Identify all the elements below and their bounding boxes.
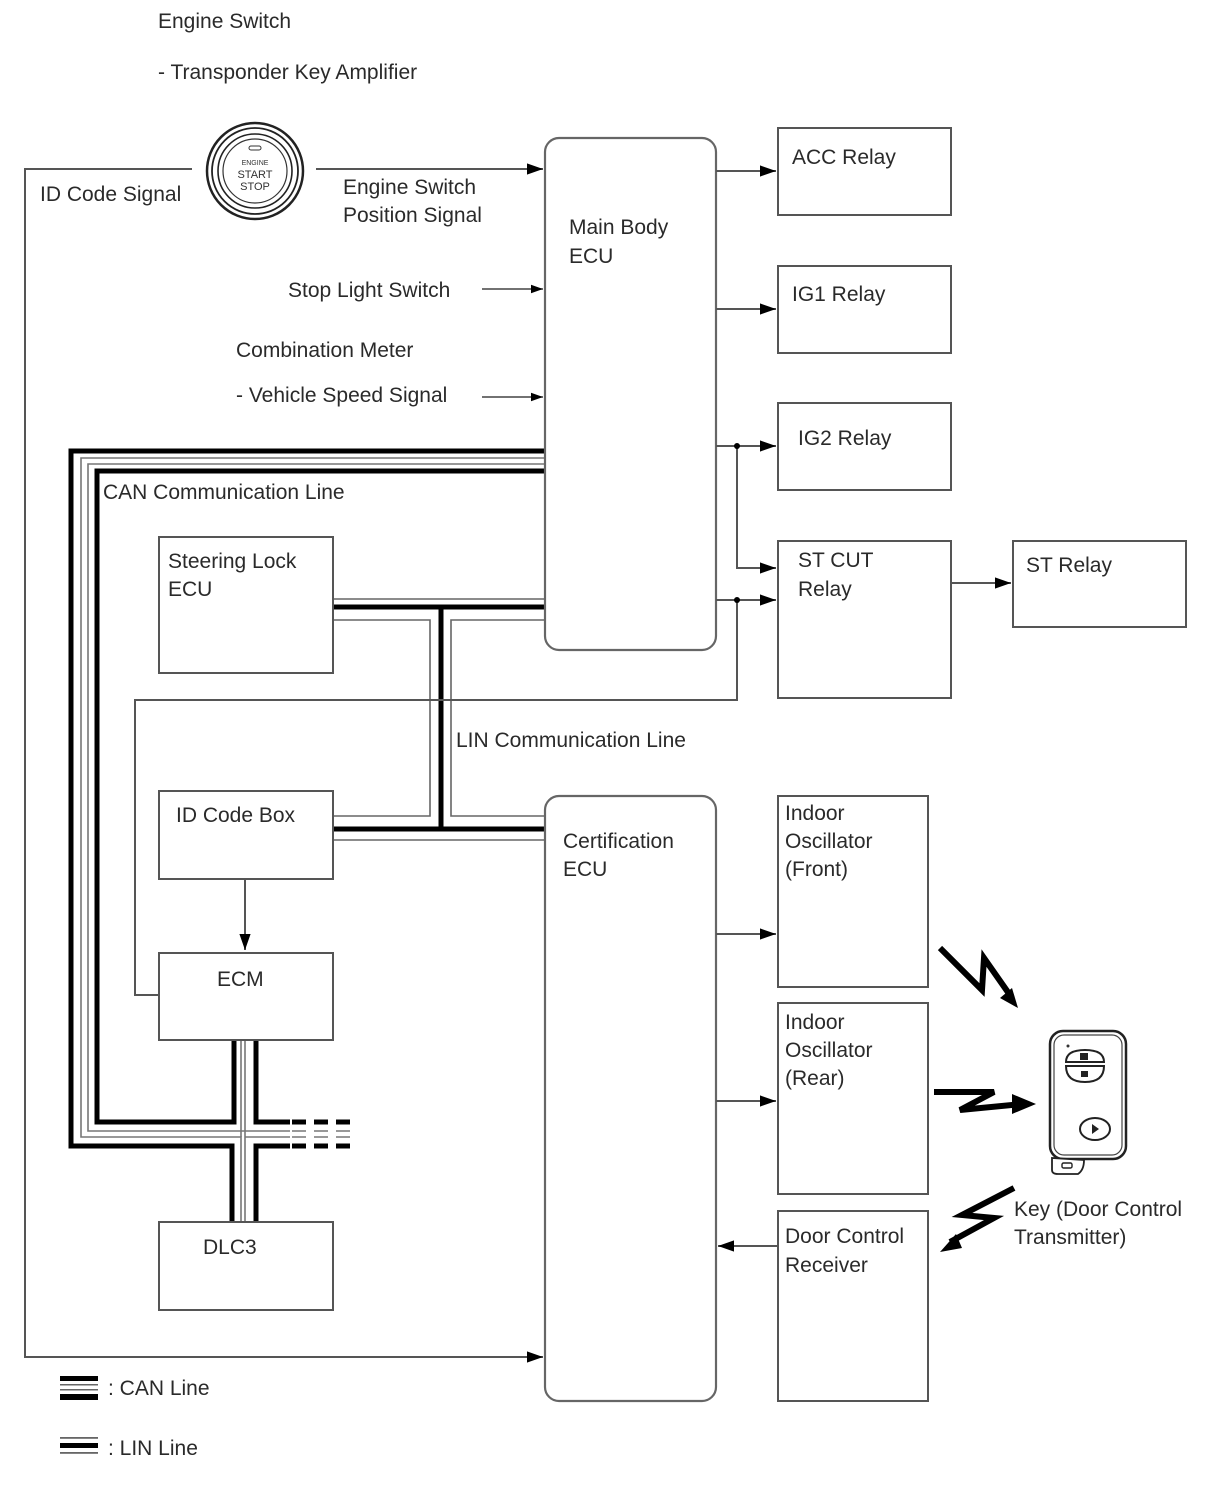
button-text-start: START (237, 169, 272, 181)
st-relay (1012, 540, 1187, 628)
ig2-to-st-cut-wire (736, 446, 776, 574)
dlc3-label: DLC3 (203, 1236, 257, 1259)
st-cut-relay-label-1: ST CUT (798, 549, 874, 572)
combination-meter-label: Combination Meter (236, 339, 413, 362)
radio-signal-rear-icon (934, 1089, 1036, 1114)
engine-switch-position-label-2: Position Signal (343, 204, 482, 227)
steering-lock-ecu-label-1: Steering Lock (168, 550, 297, 573)
engine-switch-position-label-1: Engine Switch (343, 176, 476, 199)
dlc3 (158, 1221, 334, 1311)
engine-switch-subtitle: - Transponder Key Amplifier (158, 61, 417, 84)
engine-start-stop-button-icon: ENGINE START STOP (205, 121, 305, 221)
key-label-2: Transmitter) (1014, 1226, 1126, 1249)
door-control-receiver-label-1: Door Control (785, 1225, 904, 1248)
st-relay-label: ST Relay (1026, 554, 1112, 577)
ig2-relay (777, 402, 952, 491)
indoor-osc-front-label-2: Oscillator (785, 830, 873, 853)
certification-ecu-label-2: ECU (563, 858, 607, 881)
id-code-box-label: ID Code Box (176, 804, 296, 827)
indoor-osc-rear-label-3: (Rear) (785, 1067, 845, 1090)
main-body-ecu (543, 136, 718, 652)
junction-dot (734, 443, 740, 449)
ig1-relay-label: IG1 Relay (792, 283, 886, 306)
ecm (158, 952, 334, 1041)
legend-lin-line-symbol (60, 1437, 98, 1454)
radio-signal-front-icon (937, 945, 1018, 1008)
legend-lin-line-label: : LIN Line (108, 1437, 198, 1460)
indoor-osc-front-label-1: Indoor (785, 802, 845, 825)
ecm-label: ECM (217, 968, 264, 991)
vehicle-speed-signal-label: - Vehicle Speed Signal (236, 384, 447, 407)
acc-relay-label: ACC Relay (792, 146, 896, 169)
steering-lock-ecu-label-2: ECU (168, 578, 212, 601)
engine-switch-title: Engine Switch (158, 10, 291, 33)
main-body-ecu-label-2: ECU (569, 245, 613, 268)
smart-key-fob-icon (1048, 1029, 1128, 1175)
can-communication-line-label: CAN Communication Line (103, 481, 345, 504)
legend-can-line-symbol (60, 1376, 98, 1400)
stop-light-switch-label: Stop Light Switch (288, 279, 450, 302)
lin-communication-line-label: LIN Communication Line (456, 729, 686, 752)
st-cut-relay (777, 540, 952, 699)
indoor-oscillator-rear (777, 1002, 929, 1195)
indoor-osc-rear-label-2: Oscillator (785, 1039, 873, 1062)
door-control-receiver-label-2: Receiver (785, 1254, 868, 1277)
lock-icon (1080, 1053, 1088, 1060)
main-body-ecu-label-1: Main Body (569, 216, 669, 239)
button-text-engine: ENGINE (242, 160, 269, 167)
ig2-relay-label: IG2 Relay (798, 427, 892, 450)
unlock-icon (1081, 1071, 1088, 1077)
certification-ecu-label-1: Certification (563, 830, 674, 853)
id-code-signal-wire (24, 168, 543, 1363)
steering-lock-ecu (158, 536, 334, 674)
indoor-oscillator-front (777, 795, 929, 988)
panic-icon (1092, 1124, 1099, 1134)
indoor-osc-rear-label-1: Indoor (785, 1011, 845, 1034)
key-label-1: Key (Door Control (1014, 1198, 1182, 1221)
can-communication-line (68, 448, 545, 1222)
legend-can-line-label: : CAN Line (108, 1377, 210, 1400)
ecm-st-cut-wire (134, 600, 738, 996)
radio-signal-key-icon (940, 1185, 1016, 1252)
lin-communication-line (333, 598, 545, 841)
acc-relay (777, 127, 952, 216)
junction-dot (734, 597, 740, 603)
button-text-stop: STOP (240, 181, 270, 193)
id-code-box (158, 790, 334, 880)
id-code-signal-label: ID Code Signal (40, 183, 181, 206)
certification-ecu (543, 794, 718, 1403)
door-control-receiver (777, 1210, 929, 1402)
ig1-relay (777, 265, 952, 354)
indoor-osc-front-label-3: (Front) (785, 858, 848, 881)
st-cut-relay-label-2: Relay (798, 578, 852, 601)
